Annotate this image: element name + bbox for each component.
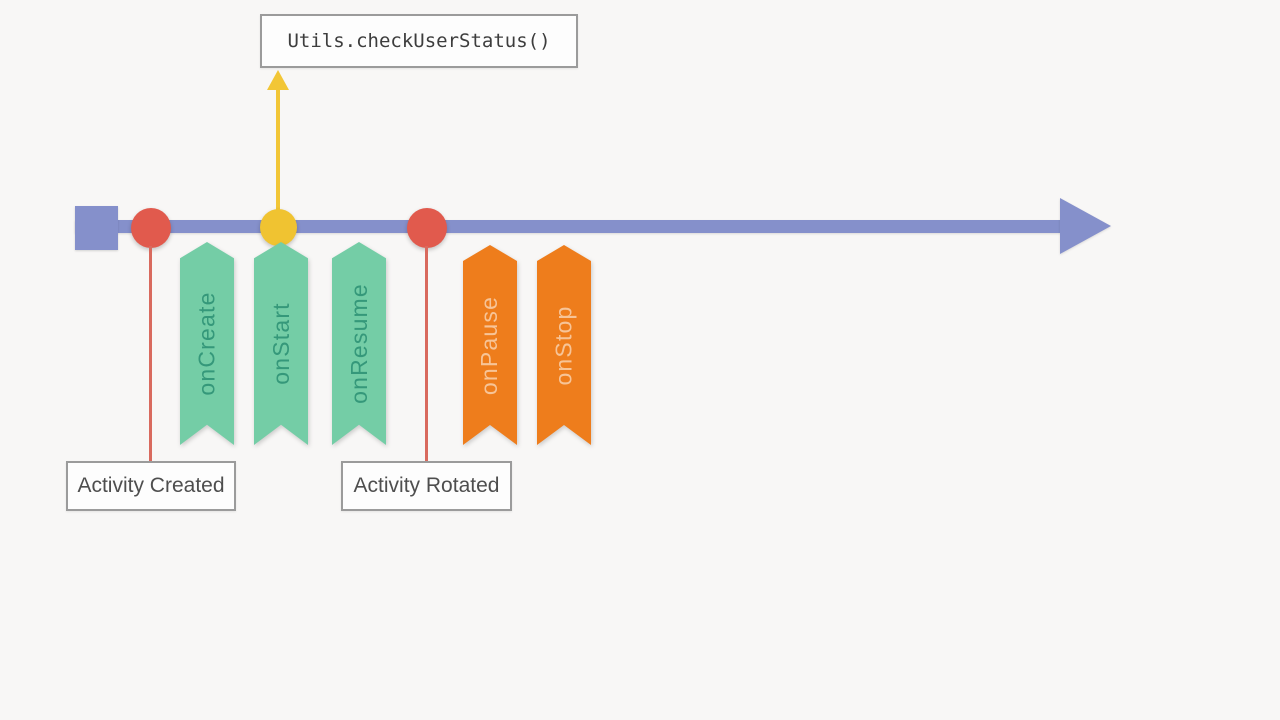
callout-box: Utils.checkUserStatus() [260,14,578,68]
ribbon-label: onStop [550,304,577,386]
connector-activity-rotated [425,246,428,461]
timeline-start-square [75,206,118,250]
ribbon-label: onResume [345,283,372,404]
up-arrow-icon [267,70,289,90]
ribbon-label: onPause [476,295,503,395]
annotation-label: Activity Created [77,474,225,497]
connector-activity-created [149,246,152,461]
ribbon-shape: onCreate [180,242,234,445]
ribbon-onstart: onStart [254,242,308,445]
ribbon-shape: onStart [254,242,308,445]
ribbon-oncreate: onCreate [180,242,234,445]
ribbon-onresume: onResume [332,242,386,445]
marker-check-user-status [260,209,297,246]
ribbon-shape: onPause [463,245,517,445]
annotation-activity-rotated: Activity Rotated [341,461,512,511]
callout-connector-line [276,88,280,227]
timeline-bar [75,220,1062,233]
ribbon-shape: onResume [332,242,386,445]
timeline-arrowhead-icon [1060,198,1111,254]
ribbon-onstop: onStop [537,245,591,445]
annotation-label: Activity Rotated [353,474,500,497]
ribbon-label: onStart [267,302,294,385]
callout-label: Utils.checkUserStatus() [287,30,551,52]
ribbon-onpause: onPause [463,245,517,445]
ribbon-label: onCreate [193,291,220,396]
marker-activity-rotated [407,208,447,248]
annotation-activity-created: Activity Created [66,461,236,511]
ribbon-shape: onStop [537,245,591,445]
marker-activity-created [131,208,171,248]
